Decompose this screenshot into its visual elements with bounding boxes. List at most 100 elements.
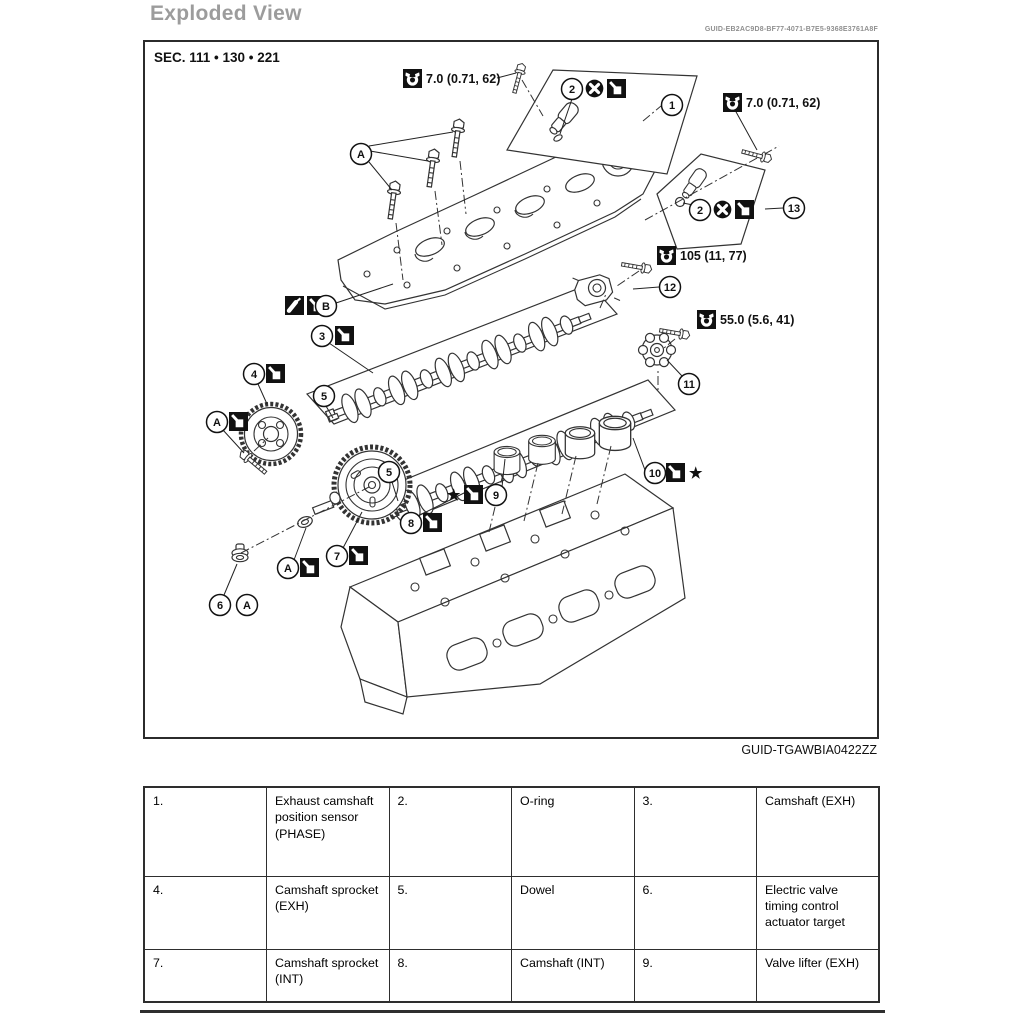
part-number-cell: 4. — [143, 875, 267, 950]
svg-text:9: 9 — [493, 490, 499, 502]
torque-icon — [697, 310, 716, 329]
svg-text:8: 8 — [408, 518, 414, 530]
dowel — [327, 412, 340, 423]
page-title: Exploded View — [150, 2, 302, 25]
actuator-target-plug — [231, 543, 249, 563]
callout-12: 12 — [658, 275, 682, 299]
part-desc-cell: Camshaft (EXH) — [756, 786, 880, 877]
part-desc-cell: Exhaust camshaft position sensor (PHASE) — [266, 786, 390, 877]
part-number-cell: 2. — [388, 786, 512, 877]
sensor-bolt-left — [508, 61, 528, 95]
part-desc-cell: Camshaft (INT) — [511, 948, 635, 1003]
parts-legend-table: 1. Exhaust camshaft position sensor (PHA… — [143, 786, 880, 1003]
apply-oil-icon — [464, 485, 483, 504]
svg-text:105 (11, 77): 105 (11, 77) — [680, 249, 747, 263]
document-guid: GUID-EB2AC9D8-BF77-4071-B7E5-9368E3761A8… — [704, 26, 878, 33]
callout-2-left: 2 — [560, 77, 584, 101]
part-number-cell: 9. — [633, 948, 757, 1003]
svg-text:7.0 (0.71, 62): 7.0 (0.71, 62) — [426, 72, 500, 86]
o-ring — [553, 134, 563, 142]
callout-A-sprocket-bolt: A — [205, 410, 229, 434]
part-desc-cell: Valve lifter (EXH) — [756, 948, 880, 1003]
apply-oil-icon — [229, 412, 248, 431]
svg-text:A: A — [357, 149, 365, 161]
figure-guid: GUID-TGAWBIA0422ZZ — [741, 743, 877, 757]
callout-6: 6 — [208, 593, 232, 617]
camshaft-retainer-bracket — [571, 258, 654, 312]
apply-oil-icon — [666, 463, 685, 482]
torque-spec-sensor-right: 7.0 (0.71, 62) — [723, 93, 820, 112]
part-desc-cell: Camshaft sprocket (EXH) — [266, 875, 390, 950]
svg-text:7.0 (0.71, 62): 7.0 (0.71, 62) — [746, 96, 820, 110]
apply-sealant-icon — [285, 296, 304, 315]
torque-icon — [403, 69, 422, 88]
callout-A-cover-bolts: A — [349, 142, 373, 166]
apply-oil-icon — [335, 326, 354, 345]
table-row: 4. Camshaft sprocket (EXH) 5. Dowel 6. E… — [143, 875, 880, 950]
svg-text:4: 4 — [251, 369, 258, 381]
section-label: SEC. 111 • 130 • 221 — [154, 50, 280, 65]
apply-oil-icon — [349, 546, 368, 565]
callout-7: 7 — [325, 544, 349, 568]
part-desc-cell: Electric valve timing control actuator t… — [756, 875, 880, 950]
cylinder-head — [340, 473, 686, 715]
part-desc-cell: Camshaft sprocket (INT) — [266, 948, 390, 1003]
table-row: 7. Camshaft sprocket (INT) 8. Camshaft (… — [143, 948, 880, 1003]
svg-text:11: 11 — [683, 379, 695, 391]
svg-text:10: 10 — [649, 468, 661, 480]
callout-13: 13 — [782, 196, 806, 220]
svg-text:B: B — [322, 301, 330, 313]
callout-8: 8 — [399, 511, 423, 535]
camshaft-position-sensor-left — [506, 61, 698, 175]
part-number-cell: 3. — [633, 786, 757, 877]
star-marker: ★ — [447, 487, 461, 504]
svg-text:6: 6 — [217, 600, 223, 612]
callout-9: 9 — [484, 483, 508, 507]
svg-text:55.0 (5.6, 41): 55.0 (5.6, 41) — [720, 313, 794, 327]
apply-oil-icon — [423, 513, 442, 532]
callout-2-right: 2 — [688, 198, 712, 222]
torque-icon — [657, 246, 676, 265]
torque-spec-bracket: 105 (11, 77) — [657, 246, 747, 265]
svg-text:2: 2 — [697, 205, 703, 217]
part-desc-cell: O-ring — [511, 786, 635, 877]
do-not-reuse-icon — [585, 79, 604, 98]
do-not-reuse-icon — [713, 200, 732, 219]
callout-B: B — [314, 294, 338, 318]
callout-11: 11 — [677, 372, 701, 396]
torque-icon — [723, 93, 742, 112]
torque-spec-camshaft-end: 55.0 (5.6, 41) — [697, 310, 794, 329]
part-desc-cell: Dowel — [511, 875, 635, 950]
callout-A-sprocket-shaft: A — [276, 556, 300, 580]
next-table-top-border — [140, 1010, 885, 1013]
apply-oil-icon — [266, 364, 285, 383]
part-number-cell: 7. — [143, 948, 267, 1003]
part-number-cell: 8. — [388, 948, 512, 1003]
callout-5-exh: 5 — [312, 384, 336, 408]
part-number-cell: 1. — [143, 786, 267, 877]
part-number-cell: 5. — [388, 875, 512, 950]
svg-text:5: 5 — [386, 467, 392, 479]
star-marker: ★ — [689, 465, 703, 482]
sprocket-hardware — [231, 437, 370, 563]
apply-oil-icon — [607, 79, 626, 98]
exploded-view-diagram: 7.0 (0.71, 62) 7.0 (0.71, 62) 105 (11, 7… — [205, 61, 820, 715]
callout-1: 1 — [660, 93, 684, 117]
svg-text:3: 3 — [319, 331, 325, 343]
callout-5-int: 5 — [377, 460, 401, 484]
callout-4: 4 — [242, 362, 266, 386]
apply-oil-icon — [735, 200, 754, 219]
table-row: 1. Exhaust camshaft position sensor (PHA… — [143, 786, 880, 877]
callout-A-plug: A — [235, 593, 259, 617]
svg-text:5: 5 — [321, 391, 327, 403]
callout-3: 3 — [310, 324, 334, 348]
camshaft-exh-group — [305, 283, 619, 432]
svg-text:A: A — [284, 563, 292, 575]
svg-text:7: 7 — [334, 551, 340, 563]
svg-text:12: 12 — [664, 282, 676, 294]
part-number-cell: 6. — [633, 875, 757, 950]
svg-text:13: 13 — [788, 203, 800, 215]
torque-spec-sensor-left: 7.0 (0.71, 62) — [403, 69, 500, 88]
svg-text:1: 1 — [669, 100, 675, 112]
